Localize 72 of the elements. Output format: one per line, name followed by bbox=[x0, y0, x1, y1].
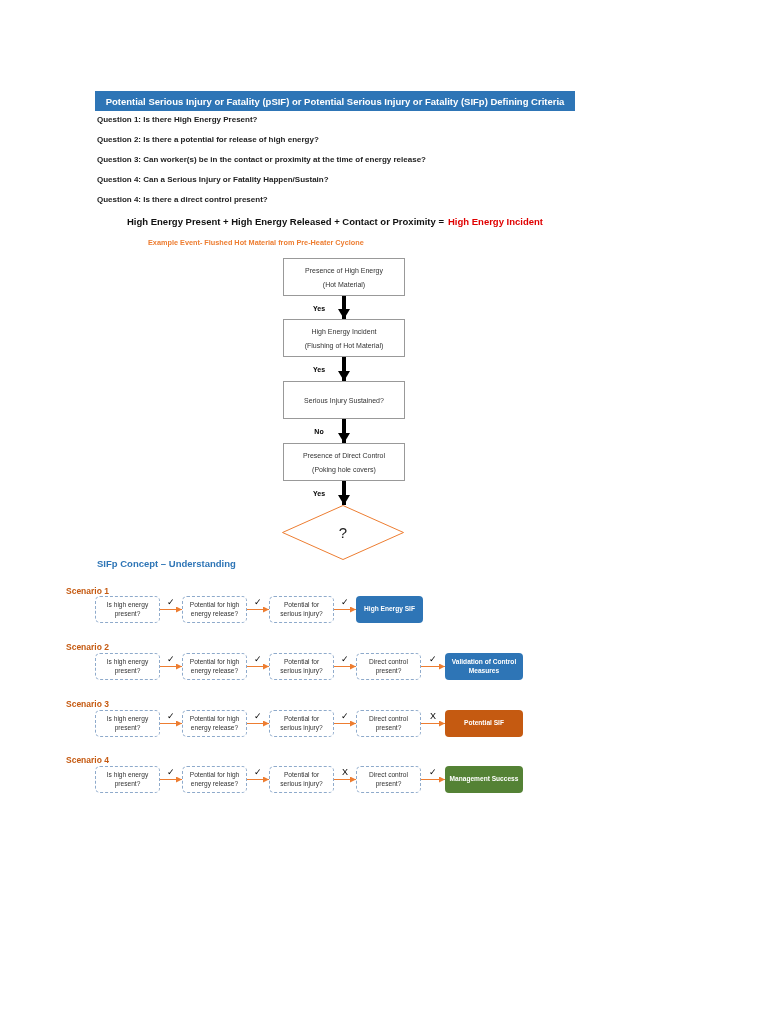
arrow bbox=[333, 663, 357, 670]
edge-label: ✓ bbox=[254, 767, 262, 776]
arrow bbox=[420, 663, 446, 670]
title-bar: Potential Serious Injury or Fatality (pSIF) or Potential Serious Injury or Fatality (SIFp) Defining Criteria bbox=[95, 91, 575, 111]
arrow bbox=[159, 606, 183, 613]
question-box bbox=[182, 710, 247, 737]
question-box bbox=[356, 766, 421, 793]
edge-label: ✓ bbox=[254, 597, 262, 606]
highlighted-text: High Energy Incident bbox=[448, 216, 543, 227]
edge-label: ✓ bbox=[429, 654, 437, 663]
question-box bbox=[182, 766, 247, 793]
arrow bbox=[159, 663, 183, 670]
question-box bbox=[95, 766, 160, 793]
arrow bbox=[159, 776, 183, 783]
scenario-heading: Scenario 4 bbox=[66, 755, 109, 765]
question-box bbox=[269, 653, 334, 680]
edge-label: ✓ bbox=[254, 711, 262, 720]
arrow bbox=[246, 606, 270, 613]
edge-label: ✓ bbox=[429, 767, 437, 776]
edge-label: ✓ bbox=[341, 654, 349, 663]
question-box bbox=[356, 653, 421, 680]
node-text: ? bbox=[338, 524, 348, 541]
process-box bbox=[283, 319, 405, 357]
outcome-box bbox=[445, 710, 523, 737]
equation-text: High Energy Present + High Energy Released + Contact or Proximity = bbox=[126, 216, 444, 227]
decision-diamond bbox=[282, 505, 404, 560]
arrow bbox=[338, 419, 350, 443]
arrow bbox=[333, 606, 357, 613]
arrow bbox=[246, 720, 270, 727]
arrow bbox=[338, 481, 350, 505]
question-box bbox=[356, 710, 421, 737]
arrow bbox=[246, 776, 270, 783]
edge-label: ✓ bbox=[167, 597, 175, 606]
scenario-heading: Scenario 1 bbox=[66, 586, 109, 596]
edge-label: ✓ bbox=[254, 654, 262, 663]
question-box bbox=[95, 596, 160, 623]
edge-label: ✓ bbox=[341, 597, 349, 606]
outcome-box bbox=[356, 596, 423, 623]
arrow bbox=[338, 296, 350, 319]
arrow bbox=[420, 776, 446, 783]
arrow bbox=[333, 720, 357, 727]
scenario-heading: Scenario 3 bbox=[66, 699, 109, 709]
outcome-box bbox=[445, 766, 523, 793]
edge-label: ✓ bbox=[341, 711, 349, 720]
question-text: Question 2: Is there a potential for release of high energy? bbox=[97, 135, 319, 144]
question-box bbox=[182, 596, 247, 623]
arrow bbox=[246, 663, 270, 670]
arrow bbox=[333, 776, 357, 783]
edge-label: X bbox=[430, 711, 436, 720]
arrow bbox=[420, 720, 446, 727]
scenario-heading: Scenario 2 bbox=[66, 642, 109, 652]
question-box bbox=[269, 596, 334, 623]
question-text: Question 1: Is there High Energy Present? bbox=[97, 115, 258, 124]
edge-label: ✓ bbox=[167, 711, 175, 720]
process-box bbox=[283, 443, 405, 481]
question-text: Question 4: Can a Serious Injury or Fatality Happen/Sustain? bbox=[97, 175, 329, 184]
process-box bbox=[283, 258, 405, 296]
question-text: Question 4: Is there a direct control present? bbox=[97, 195, 268, 204]
outcome-box bbox=[445, 653, 523, 680]
question-box bbox=[95, 710, 160, 737]
edge-label: X bbox=[342, 767, 348, 776]
arrow bbox=[159, 720, 183, 727]
question-text: Question 3: Can worker(s) be in the contact or proximity at the time of energy release? bbox=[97, 155, 426, 164]
question-box bbox=[269, 766, 334, 793]
question-box bbox=[269, 710, 334, 737]
edge-label: ✓ bbox=[167, 654, 175, 663]
process-box bbox=[283, 381, 405, 419]
edge-label: ✓ bbox=[167, 767, 175, 776]
question-box bbox=[182, 653, 247, 680]
arrow bbox=[338, 357, 350, 381]
section-heading: SIFp Concept – Understanding bbox=[97, 558, 236, 569]
question-box bbox=[95, 653, 160, 680]
